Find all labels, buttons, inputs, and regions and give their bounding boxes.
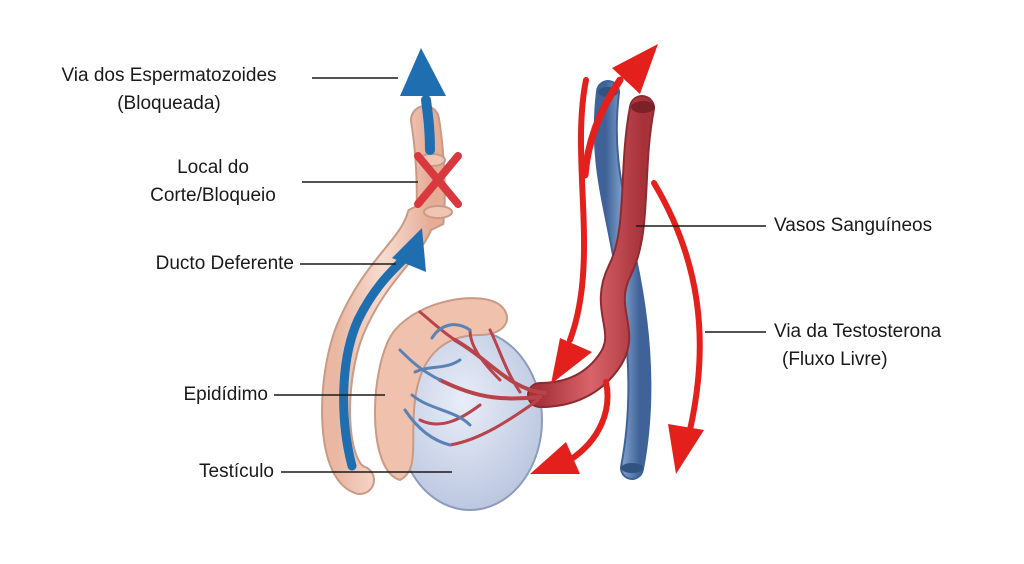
testicle-vessels	[398, 310, 547, 447]
testosterone-arrow-bottom	[530, 379, 611, 474]
label-blood-vessels: Vasos Sanguíneos	[774, 212, 1004, 240]
label-testosterone-line1: Via da Testosterona	[774, 321, 942, 342]
label-epididymis: Epidídimo	[120, 381, 269, 409]
blockage-cross-icon	[414, 152, 462, 208]
label-blood-vessels-text: Vasos Sanguíneos	[774, 215, 933, 236]
epididymis-shape	[374, 297, 509, 482]
label-testicle-text: Testículo	[199, 461, 274, 482]
artery-vessel	[527, 95, 655, 408]
label-sperm-path: Via dos Espermatozoides (Bloqueada)	[24, 62, 314, 118]
testosterone-arrow-up	[581, 44, 658, 179]
testosterone-arrow-right-down	[651, 180, 704, 474]
label-vas-deferens-text: Ducto Deferente	[155, 253, 294, 274]
label-sperm-path-line1: Via dos Espermatozoides	[61, 65, 277, 86]
label-epididymis-text: Epidídimo	[183, 384, 269, 405]
vas-deferens-duct	[321, 105, 453, 495]
label-sperm-path-line2: (Bloqueada)	[117, 93, 221, 114]
label-cut-site-line2: Corte/Bloqueio	[150, 185, 276, 206]
sperm-flow-arrow-lower	[339, 228, 426, 471]
label-cut-site: Local do Corte/Bloqueio	[128, 154, 298, 210]
label-vas-deferens: Ducto Deferente	[80, 250, 294, 278]
label-testosterone-line2: (Fluxo Livre)	[782, 349, 888, 370]
label-testosterone-path: Via da Testosterona (Fluxo Livre)	[774, 318, 1014, 374]
label-cut-site-line1: Local do	[177, 157, 249, 178]
testosterone-arrow-left-down	[551, 77, 592, 384]
leader-lines	[274, 77, 766, 473]
sperm-flow-arrow-upper	[400, 48, 446, 155]
label-testicle: Testículo	[120, 458, 274, 486]
